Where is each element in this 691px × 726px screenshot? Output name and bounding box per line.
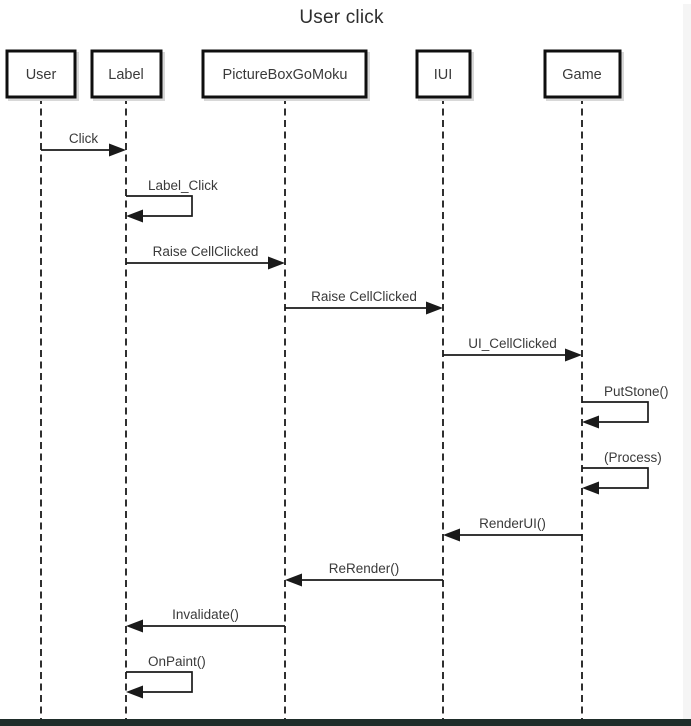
window-bottom-edge <box>0 719 691 726</box>
message-putstone-loop <box>582 401 649 423</box>
actor-box-game <box>543 49 622 99</box>
actor-label-user: User <box>26 67 57 83</box>
message-rerender-label: ReRender() <box>329 561 400 576</box>
message-onpaint-loop <box>126 671 193 693</box>
actor-label-game: Game <box>562 67 602 83</box>
message-label-click-arrowhead <box>126 209 143 223</box>
message-raise-cellclicked-label: Raise CellClicked <box>311 289 417 304</box>
message-putstone-arrowhead <box>582 415 599 429</box>
message-raise-cellclicked-arrowhead <box>426 301 443 315</box>
message-onpaint-label: OnPaint() <box>148 654 206 669</box>
message-process-loop <box>582 467 649 489</box>
message-renderui-arrowhead <box>443 528 460 542</box>
message-onpaint-arrowhead <box>126 685 143 699</box>
message-process-label: (Process) <box>604 450 662 465</box>
message-renderui-label: RenderUI() <box>479 516 546 531</box>
message-rerender-arrowhead <box>285 573 302 587</box>
message-invalidate-arrowhead <box>126 619 143 633</box>
message-raise-cellclicked-arrowhead <box>268 256 285 270</box>
window-right-edge <box>683 4 691 719</box>
actor-label-iui: IUI <box>434 67 453 83</box>
message-click-label: Click <box>69 131 98 146</box>
actor-box-user <box>5 49 77 99</box>
message-click-arrowhead <box>109 143 126 157</box>
actor-box-pictureboxgomoku <box>201 49 368 99</box>
message-label-click-label: Label_Click <box>148 178 218 193</box>
message-ui-cellclicked-arrowhead <box>565 348 582 362</box>
actor-box-label <box>90 49 163 99</box>
actor-label-label: Label <box>108 67 143 83</box>
message-raise-cellclicked-label: Raise CellClicked <box>153 244 259 259</box>
message-ui-cellclicked-label: UI_CellClicked <box>468 336 557 351</box>
actor-label-pictureboxgomoku: PictureBoxGoMoku <box>223 67 348 83</box>
message-putstone-label: PutStone() <box>604 384 669 399</box>
diagram-title: User click <box>299 7 384 28</box>
actor-box-iui <box>415 49 472 99</box>
message-label-click-loop <box>126 195 193 217</box>
message-process-arrowhead <box>582 481 599 495</box>
message-invalidate-label: Invalidate() <box>172 607 239 622</box>
